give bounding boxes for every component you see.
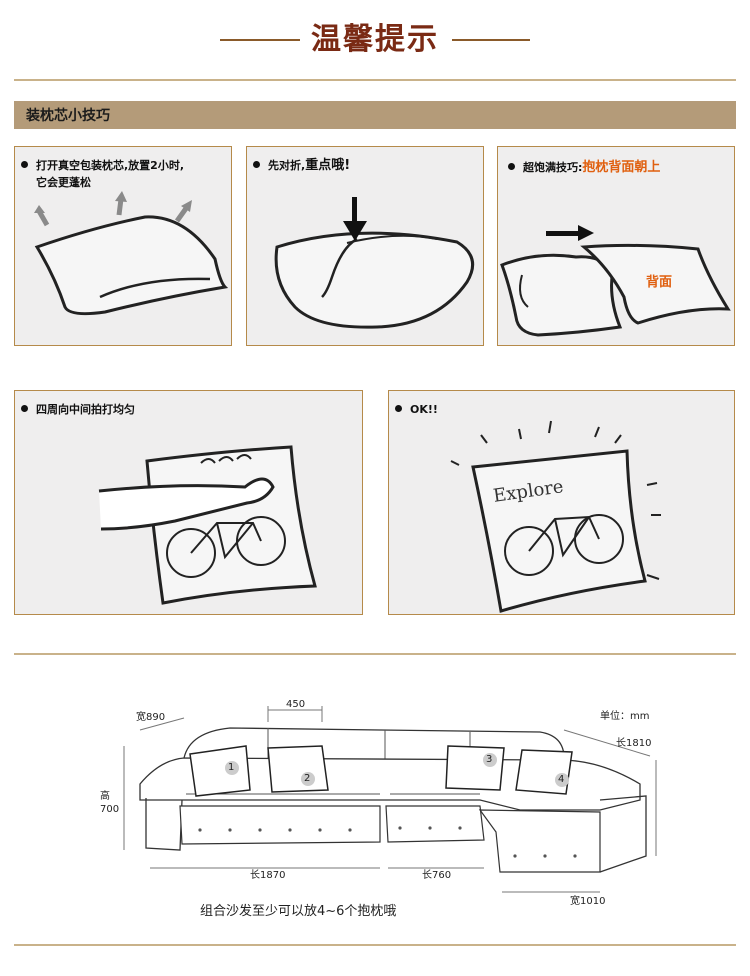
section-title: 装枕芯小技巧 bbox=[26, 108, 110, 124]
pillow-number-3: 3 bbox=[486, 754, 493, 765]
label-length-1810: 长1810 bbox=[616, 738, 652, 749]
section-bar: 装枕芯小技巧 bbox=[14, 101, 736, 129]
sofa-diagram bbox=[123, 706, 657, 893]
tip-3-caption: 超饱满技巧:抱枕背面朝上 bbox=[508, 159, 660, 176]
page-title: 温馨提示 bbox=[311, 22, 439, 57]
label-length-1870: 长1870 bbox=[250, 870, 286, 881]
label-width-890: 宽890 bbox=[136, 712, 166, 723]
pillow-fold-illustration bbox=[274, 197, 475, 329]
tip-panel-2: 先对折,重点哦! bbox=[246, 146, 484, 346]
tip-panel-4: 四周向中间拍打均匀 bbox=[14, 390, 363, 615]
tip-4-caption: 四周向中间拍打均匀 bbox=[21, 401, 135, 418]
label-width-1010: 宽1010 bbox=[570, 896, 606, 907]
bullet-icon bbox=[21, 161, 28, 168]
pillow-number-1: 1 bbox=[228, 762, 235, 773]
header-line-right bbox=[452, 39, 530, 41]
pillow-back-up-illustration bbox=[500, 225, 731, 337]
sofa-caption: 组合沙发至少可以放4~6个抱枕哦 bbox=[200, 904, 397, 919]
finished-pillow-illustration bbox=[450, 420, 661, 613]
bullet-icon bbox=[253, 161, 260, 168]
divider bbox=[14, 653, 736, 655]
header-line-left bbox=[220, 39, 300, 41]
divider bbox=[14, 79, 736, 81]
label-height-700: 高 700 bbox=[100, 791, 120, 815]
label-length-760: 长760 bbox=[422, 870, 452, 881]
tip-5-caption: OK!! bbox=[395, 401, 438, 418]
back-side-label: 背面 bbox=[646, 275, 673, 290]
pillow-fluff-illustration bbox=[34, 191, 229, 316]
label-unit: 单位：mm bbox=[600, 711, 650, 722]
bullet-icon bbox=[508, 163, 515, 170]
pillow-number-4: 4 bbox=[558, 774, 565, 785]
tip-1-caption: 打开真空包装枕芯,放置2小时, 它会更蓬松 bbox=[21, 157, 184, 191]
divider bbox=[14, 944, 736, 946]
tip-panel-1: 打开真空包装枕芯,放置2小时, 它会更蓬松 bbox=[14, 146, 232, 346]
tip-2-caption: 先对折,重点哦! bbox=[253, 157, 350, 174]
bullet-icon bbox=[21, 405, 28, 412]
tip-panel-5: OK!! Explore bbox=[388, 390, 735, 615]
pat-pillow-illustration bbox=[98, 445, 317, 605]
label-cushion-450: 450 bbox=[286, 699, 306, 710]
bullet-icon bbox=[395, 405, 402, 412]
tip-panel-3: 超饱满技巧:抱枕背面朝上 背面 bbox=[497, 146, 735, 346]
pillow-number-2: 2 bbox=[304, 773, 311, 784]
